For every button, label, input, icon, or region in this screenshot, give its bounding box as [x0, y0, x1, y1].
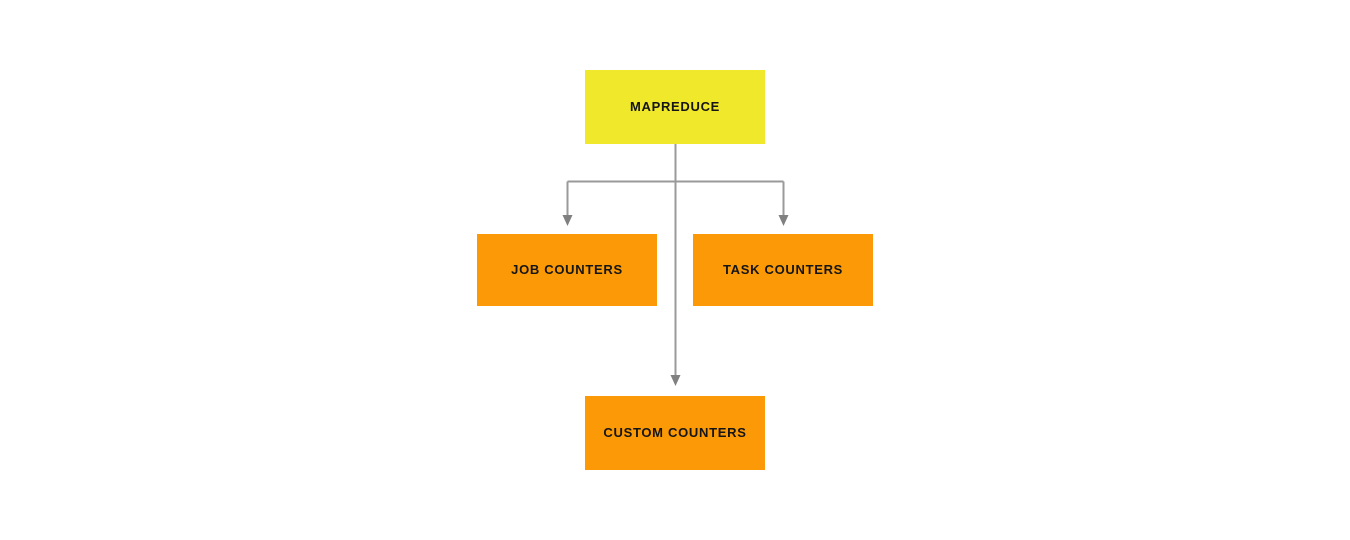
node-custom-counters-label: CUSTOM COUNTERS	[603, 425, 747, 441]
node-job-counters[interactable]: JOB COUNTERS	[477, 234, 657, 306]
node-mapreduce-label: MAPREDUCE	[629, 99, 721, 115]
node-mapreduce[interactable]: MAPREDUCE	[585, 70, 765, 144]
node-task-counters[interactable]: TASK COUNTERS	[693, 234, 873, 306]
arrowhead-to-task-icon	[778, 215, 789, 226]
node-custom-counters[interactable]: CUSTOM COUNTERS	[585, 396, 765, 470]
node-job-counters-label: JOB COUNTERS	[511, 262, 623, 278]
arrowhead-to-custom-icon	[670, 375, 681, 386]
arrowhead-to-job-icon	[562, 215, 573, 226]
node-task-counters-label: TASK COUNTERS	[722, 262, 844, 278]
